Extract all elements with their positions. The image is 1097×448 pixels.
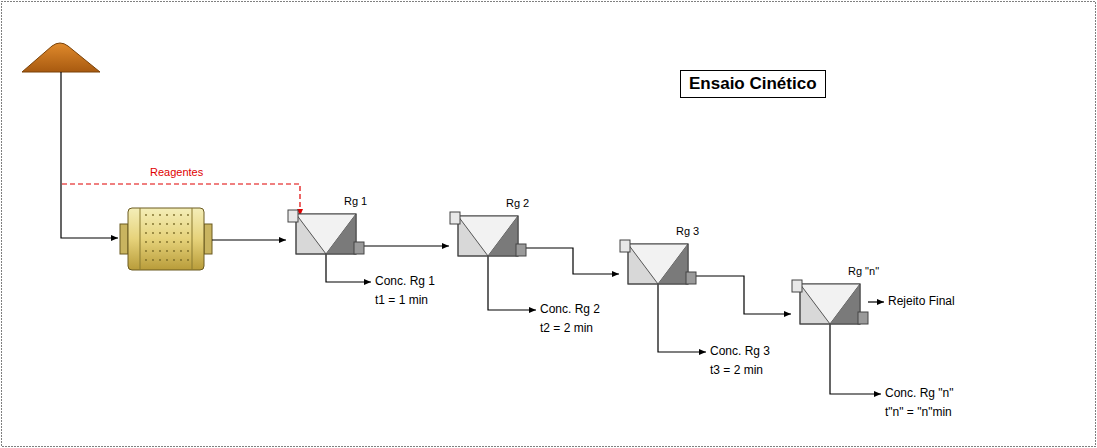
stream-node: Conc. Rg 3t3 = 2 min (710, 342, 770, 380)
reagent-label: Reagentes (150, 166, 203, 178)
ore-pile (22, 43, 100, 72)
flow-connector (364, 245, 449, 246)
stream-node: Conc. Rg "n"t"n" = "n"min (885, 384, 954, 422)
stream-text: t"n" = "n"min (885, 403, 954, 422)
stream-node: Conc. Rg 1t1 = 1 min (375, 272, 435, 310)
cell-label: Rg 3 (676, 225, 699, 237)
flow-connector (868, 301, 884, 302)
stream-text: t2 = 2 min (540, 319, 600, 338)
flotation-cell (296, 214, 356, 254)
cell-label: Rg "n" (848, 265, 879, 277)
flotation-cell (458, 216, 518, 256)
stream-text: t1 = 1 min (375, 291, 435, 310)
ball-mill (120, 208, 212, 270)
flow-connector (830, 324, 881, 394)
diagram-title: Ensaio Cinético (680, 70, 826, 98)
stream-text: t3 = 2 min (710, 361, 770, 380)
flotation-cell (800, 284, 860, 324)
stream-text: Conc. Rg 1 (375, 272, 435, 291)
flotation-cell-node: Rg "n" (800, 284, 860, 324)
discharge-line (212, 239, 286, 240)
stream-text: Rejeito Final (888, 292, 955, 311)
stream-node: Conc. Rg 2t2 = 2 min (540, 300, 600, 338)
flotation-cell (628, 244, 688, 284)
title-text: Ensaio Cinético (689, 74, 817, 93)
flow-connector (658, 284, 706, 352)
stream-text: Conc. Rg 3 (710, 342, 770, 361)
flow-connector (488, 256, 536, 310)
feed-line (61, 72, 118, 238)
stream-node: Rejeito Final (888, 292, 955, 311)
flow-connector (696, 276, 791, 314)
cell-label: Rg 2 (506, 197, 529, 209)
flow-connector (326, 254, 371, 282)
stream-text: Conc. Rg 2 (540, 300, 600, 319)
cell-label: Rg 1 (344, 195, 367, 207)
flotation-cell-node: Rg 3 (628, 244, 688, 284)
stream-text: Conc. Rg "n" (885, 384, 954, 403)
flow-connector (526, 248, 619, 274)
flotation-cell-node: Rg 1 (296, 214, 356, 254)
flotation-cell-node: Rg 2 (458, 216, 518, 256)
